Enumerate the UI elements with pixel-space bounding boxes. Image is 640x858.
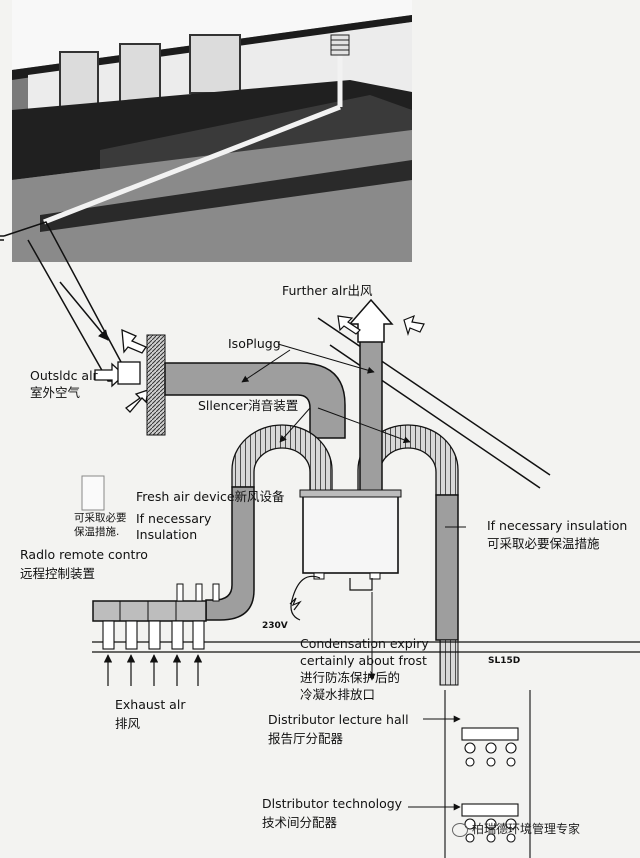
- label-exhaust-cn: 排风: [115, 716, 141, 731]
- leader-lines: [241, 343, 466, 811]
- label-if-necessary-right-en: If necessary insulation: [487, 518, 628, 533]
- label-distributor-tech-en: Dlstributor technology: [262, 796, 403, 811]
- building-illustration: [12, 0, 412, 262]
- label-radio-remote-cn: 远程控制装置: [20, 566, 96, 581]
- supply-duct-right: [435, 494, 459, 641]
- exhaust-arrows: [103, 654, 203, 686]
- fresh-air-device: [302, 494, 399, 574]
- distributor-column: [444, 690, 531, 858]
- label-distributor-tech-cn: 技术间分配器: [262, 815, 338, 830]
- label-silencer: Sllencer消音装置: [198, 398, 299, 413]
- label-fresh-air-device: Fresh air device新风设备: [136, 489, 285, 504]
- watermark-text: 柏瑞德环境管理专家: [472, 822, 581, 836]
- label-distributor-hall-cn: 报告厅分配器: [268, 731, 344, 746]
- exhaust-distributor: [92, 583, 220, 650]
- label-sl150: SL15D: [488, 656, 521, 666]
- label-if-necessary-left-cn-2: 保温措施.: [74, 526, 120, 538]
- label-outside-air-en: Outsldc alr: [30, 368, 98, 383]
- label-condensation-cn-1: 进行防冻保护后的: [300, 670, 401, 685]
- sl150-flex: [439, 639, 459, 686]
- label-isoplugg: IsoPlugg: [228, 336, 281, 351]
- label-condensation-2: certainly about frost: [300, 653, 427, 668]
- label-if-necessary-left-1: If necessary: [136, 511, 212, 526]
- label-outside-air-cn: 室外空气: [30, 385, 81, 400]
- power-plug-icon: [289, 597, 302, 611]
- intake-grille: [117, 361, 141, 385]
- isoplugg-duct: [164, 362, 346, 439]
- further-air-arrows: [337, 314, 425, 337]
- outside-air-flow-arrow: [59, 281, 109, 341]
- label-if-necessary-left-cn-1: 可采取必要: [74, 512, 127, 524]
- label-if-necessary-right-cn: 可采取必要保温措施: [487, 536, 600, 551]
- label-condensation-cn-2: 冷凝水排放口: [300, 687, 376, 702]
- distributor-technology-icon: [461, 803, 519, 843]
- distributor-lecture-hall-icon: [461, 727, 519, 767]
- silencer-left: [231, 424, 333, 496]
- label-exhaust-en: Exhaust alr: [115, 697, 186, 712]
- exhaust-stack: [359, 339, 383, 496]
- outer-wall: [146, 334, 166, 436]
- label-further-air: Further alr出风: [282, 283, 373, 298]
- label-condensation-1: Condensation expiry: [300, 636, 429, 651]
- label-distributor-hall-en: Distributor lecture hall: [268, 712, 409, 727]
- label-radio-remote-en: Radlo remote contro: [20, 547, 148, 562]
- exhaust-cap-arrow: [348, 298, 394, 343]
- radio-remote-control: [81, 475, 105, 511]
- device-cable: [290, 575, 321, 621]
- label-if-necessary-left-2: Insulation: [136, 527, 198, 542]
- condensate-drain: [349, 578, 373, 591]
- label-voltage: 230V: [262, 621, 288, 631]
- watermark: 柏瑞德环境管理专家: [452, 822, 580, 837]
- wechat-logo-icon: [452, 822, 468, 837]
